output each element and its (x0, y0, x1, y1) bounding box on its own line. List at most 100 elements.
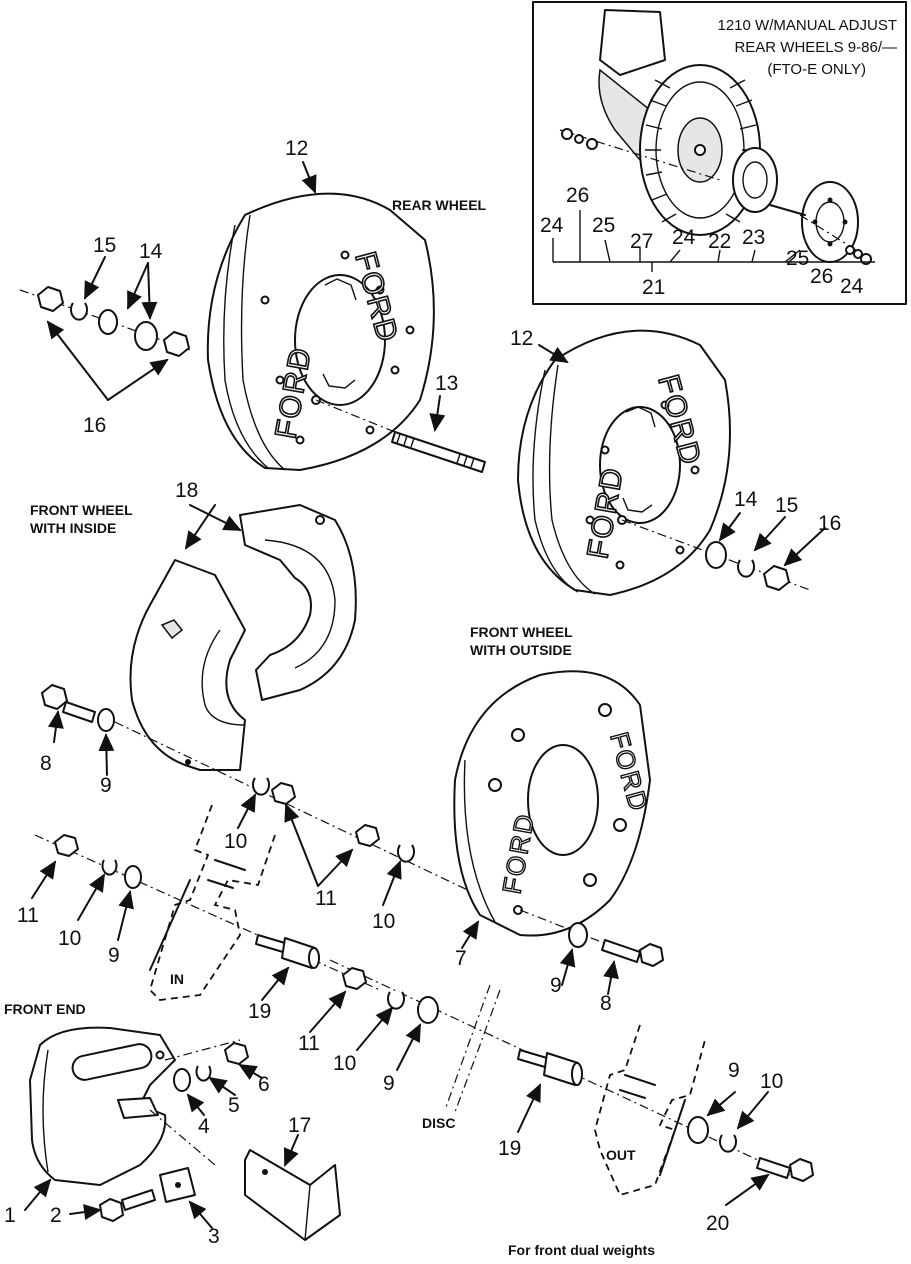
lockwasher-15-b (737, 559, 755, 578)
callout-21: 21 (642, 276, 665, 299)
inset-title-line3: (FTO-E ONLY) (767, 61, 866, 78)
lockwasher-15-a (70, 302, 88, 321)
disc-out (594, 1024, 706, 1197)
nut-16-b (163, 331, 190, 357)
callout-22: 22 (708, 230, 731, 253)
front-inside-weight-left (129, 559, 246, 771)
front-end-axis-2 (149, 1109, 216, 1166)
rear-wheel-weight-right: FORD FORD (517, 329, 731, 596)
inset-stud (769, 204, 806, 216)
callout-25-a: 25 (592, 214, 615, 237)
inset-wheel-disc (732, 147, 778, 213)
callout-12-a: 12 (285, 137, 308, 160)
callout-25-b: 25 (786, 247, 809, 270)
callout-4: 4 (198, 1115, 210, 1138)
callout-8-b: 8 (600, 992, 612, 1015)
callout-2: 2 (50, 1204, 62, 1227)
nut-11-b (355, 824, 380, 847)
lockwasher-10-c (101, 859, 118, 876)
washer-14-b (134, 321, 158, 351)
callout-17: 17 (288, 1114, 311, 1137)
washer-9-c (568, 922, 588, 948)
callout-14-a: 14 (139, 240, 163, 263)
nut-11-a (271, 782, 296, 805)
callout-24-a: 24 (540, 214, 564, 237)
callout-11-a: 11 (315, 887, 337, 910)
front-end-axis (164, 1039, 241, 1061)
callout-9-d: 9 (383, 1072, 395, 1095)
inside-axis-b (34, 834, 381, 991)
washer-14-a (98, 309, 118, 335)
inset-axis-left (559, 129, 721, 181)
callout-1: 1 (4, 1204, 16, 1227)
callout-15-b: 15 (775, 494, 798, 517)
callout-10-e: 10 (760, 1070, 783, 1093)
lockwasher-10-e (719, 1134, 737, 1153)
caption-disc: DISC (422, 1115, 455, 1131)
spacer-19-a (255, 934, 320, 969)
callout-14-b: 14 (734, 488, 758, 511)
washer-9-b (124, 865, 142, 889)
caption-in: IN (170, 971, 184, 987)
caption-front-end: FRONT END (4, 1001, 86, 1017)
front-end-weight (29, 1026, 176, 1186)
washer-4 (173, 1068, 191, 1092)
caption-out: OUT (606, 1147, 636, 1163)
callout-10-c: 10 (58, 927, 81, 950)
callout-13: 13 (435, 372, 458, 395)
callout-12-b: 12 (510, 327, 533, 350)
inset-frame (532, 1, 907, 305)
callout-26-b: 26 (810, 265, 833, 288)
callout-5: 5 (228, 1094, 240, 1117)
callout-19-a: 19 (248, 1000, 271, 1023)
nut-11-d (342, 967, 367, 990)
rear-left-hardware (37, 286, 190, 357)
nut-16-c (763, 565, 790, 591)
callout-15-a: 15 (93, 234, 116, 257)
footer-note: For front dual weights (508, 1242, 655, 1258)
callout-19-b: 19 (498, 1137, 521, 1160)
outside-axis-a (519, 909, 661, 966)
disc-in (148, 804, 276, 1001)
callout-10-b: 10 (372, 910, 395, 933)
callout-26-a: 26 (566, 184, 589, 207)
caption-front-outside-2: WITH OUTSIDE (470, 642, 572, 658)
callout-8-a: 8 (40, 752, 52, 775)
callout-3: 3 (208, 1225, 220, 1248)
washer-9-e (687, 1116, 709, 1144)
callout-23: 23 (742, 226, 765, 249)
washer-9-d (417, 996, 439, 1024)
caption-front-inside-2: WITH INSIDE (30, 520, 116, 536)
washer-9-a (97, 708, 115, 732)
callout-24-b: 24 (672, 226, 696, 249)
lockwasher-10-a (252, 777, 270, 796)
caption-front-inside-1: FRONT WHEEL (30, 502, 133, 518)
lockwasher-10-d (387, 991, 405, 1010)
inset-axis-right (799, 214, 876, 263)
nut-16-a (37, 286, 64, 312)
bolt-8-a (41, 684, 96, 723)
callout-9-b: 9 (108, 944, 120, 967)
inset-title-line1: 1210 W/MANUAL ADJUST (718, 17, 898, 34)
inset-tractor-body (599, 9, 666, 76)
callout-16-a: 16 (83, 414, 106, 437)
inset-rear-tire (639, 64, 761, 236)
inset-nut-group-left (561, 128, 598, 150)
callout-9-a: 9 (100, 774, 112, 797)
callout-9-e: 9 (728, 1059, 740, 1082)
washer-14-c (705, 541, 727, 569)
callout-24-c: 24 (840, 275, 864, 298)
lockwasher-5 (195, 1065, 212, 1082)
callout-7: 7 (455, 947, 467, 970)
callout-27: 27 (630, 230, 653, 253)
bracket-17 (244, 1149, 341, 1241)
callout-18: 18 (175, 479, 198, 502)
inset-title-line2: REAR WHEELS 9-86/— (734, 39, 897, 56)
callout-20: 20 (706, 1212, 729, 1235)
lockwasher-10-b (397, 844, 415, 863)
rear-wheel-weight-left: FORD FORD (206, 192, 435, 471)
inset-box: 1210 W/MANUAL ADJUST REAR WHEELS 9-86/— … (532, 1, 907, 305)
callout-11-b: 11 (17, 904, 39, 927)
callout-6: 6 (258, 1073, 270, 1096)
